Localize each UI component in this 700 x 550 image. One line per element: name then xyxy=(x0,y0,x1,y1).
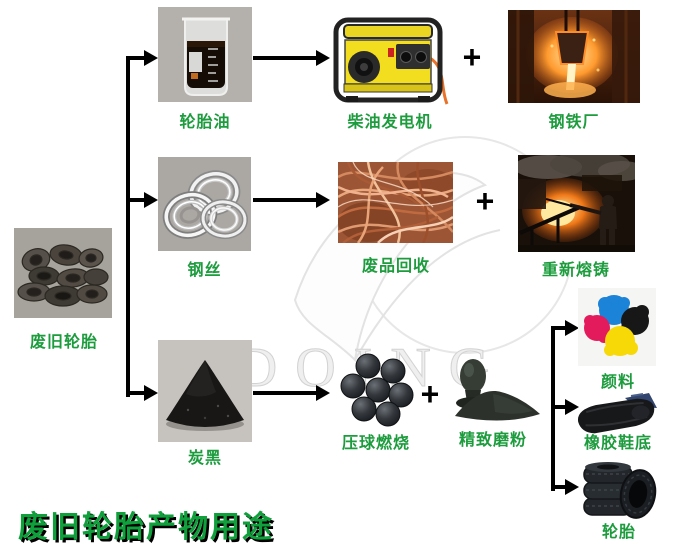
steel-wire-label: 钢丝 xyxy=(187,262,222,279)
copper-scrap-photo xyxy=(338,162,453,243)
arrow-carbon-to-balls xyxy=(253,385,330,401)
recycle-label: 废品回收 xyxy=(361,258,430,275)
steel-wire-photo xyxy=(158,157,251,251)
arrow-to-tire xyxy=(551,479,579,495)
tire-output-label: 轮胎 xyxy=(601,524,636,541)
steel-plant-label: 钢铁厂 xyxy=(548,114,600,131)
carbon-black-label: 炭黑 xyxy=(187,450,222,467)
oil-product-label: 轮胎油 xyxy=(179,114,231,131)
arrow-to-wire xyxy=(126,192,158,208)
diesel-generator-label: 柴油发电机 xyxy=(347,114,433,131)
ball-burning-label: 压球燃烧 xyxy=(341,435,410,452)
remelt-label: 重新熔铸 xyxy=(541,262,610,279)
plus-sign-top: + xyxy=(462,39,482,75)
pigments-photo xyxy=(578,288,656,366)
fine-powder-photo xyxy=(443,348,541,424)
new-tires-photo xyxy=(578,460,660,520)
arrow-to-pigment xyxy=(551,320,579,336)
arrow-to-carbon xyxy=(126,385,158,401)
tire-oil-beaker-photo xyxy=(158,7,252,102)
steel-plant-photo xyxy=(508,10,640,103)
carbon-black-photo xyxy=(158,340,252,442)
branch-trunk-left xyxy=(126,56,130,397)
pressed-balls-photo xyxy=(338,352,414,428)
rubber-sole-photo xyxy=(573,392,660,439)
remelt-foundry-photo xyxy=(518,155,635,252)
source-label: 废旧轮胎 xyxy=(29,334,98,351)
arrow-wire-to-recycle xyxy=(253,192,330,208)
rubber-sole-label: 橡胶鞋底 xyxy=(583,435,652,452)
plus-sign-middle: + xyxy=(475,183,495,219)
arrow-to-oil xyxy=(126,50,158,66)
fine-grinding-label: 精致磨粉 xyxy=(458,432,527,449)
page-title: 废旧轮胎产物用途 xyxy=(18,511,274,544)
plus-sign-bottom: + xyxy=(420,376,440,412)
arrow-oil-to-generator xyxy=(253,50,330,66)
diesel-generator-photo xyxy=(328,12,450,108)
pigment-label: 颜料 xyxy=(600,374,635,391)
arrow-to-sole xyxy=(551,399,579,415)
waste-tires-photo xyxy=(14,228,112,318)
